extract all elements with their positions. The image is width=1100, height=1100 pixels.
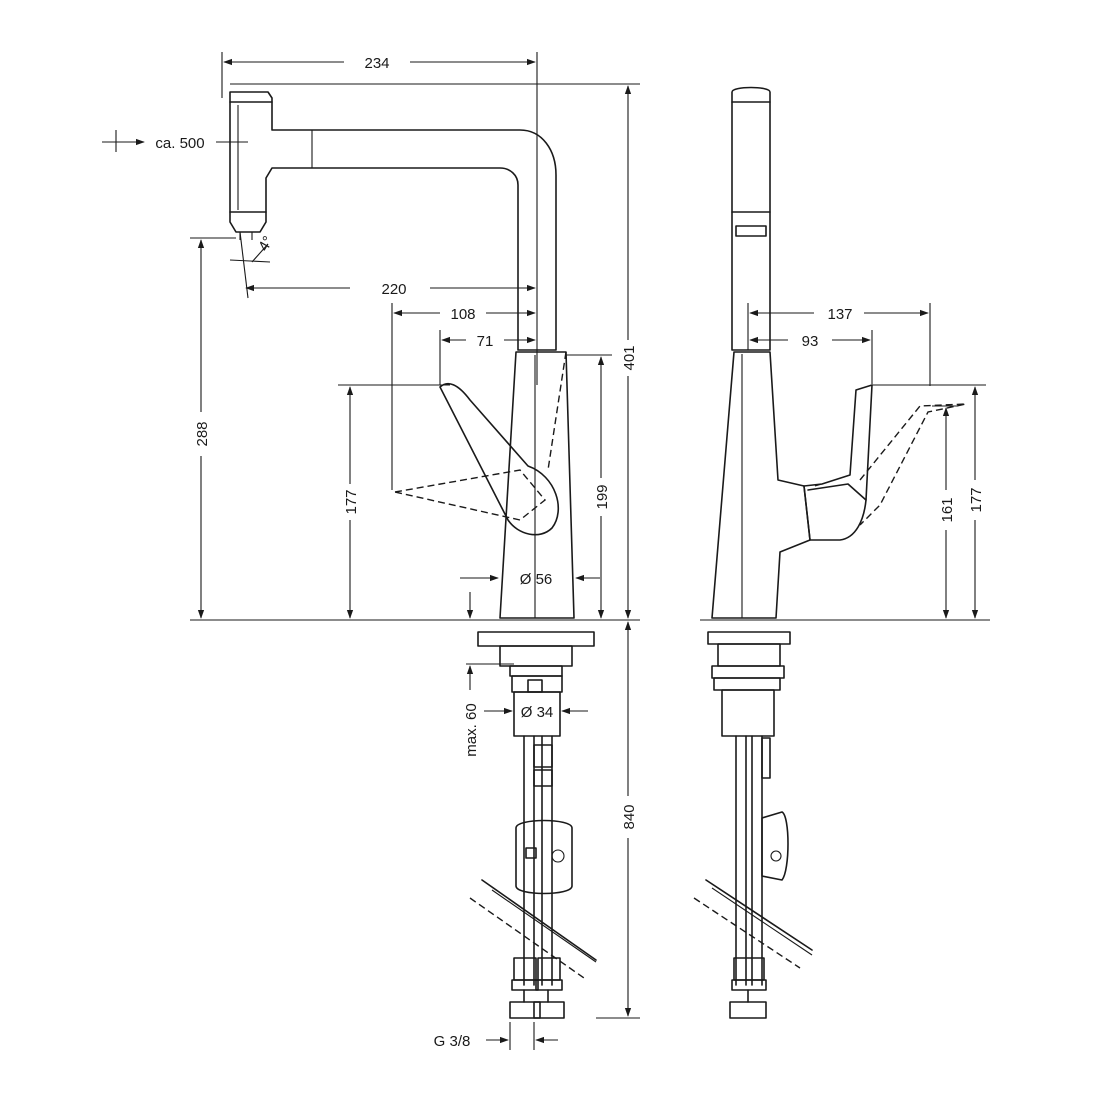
dim-161-label: 161 xyxy=(939,497,956,522)
break-lines-side xyxy=(693,879,813,969)
dim-108-label: 108 xyxy=(450,306,475,323)
dim-max60-label: max. 60 xyxy=(463,703,480,756)
front-view: 234 ca. 500 4° 220 108 71 401 xyxy=(102,52,640,1050)
spout xyxy=(229,91,557,351)
dim-d56-label: Ø 56 xyxy=(520,571,553,588)
side-view: 137 93 161 177 xyxy=(693,86,990,1019)
lever-alternate-position xyxy=(394,351,567,521)
side-column xyxy=(731,86,771,351)
side-body xyxy=(711,351,811,619)
lever xyxy=(439,383,560,536)
dim-4deg-label: 4° xyxy=(255,233,277,254)
dim-137-label: 137 xyxy=(827,306,852,323)
dim-g38-label: G 3/8 xyxy=(434,1033,471,1050)
dim-401-label: 401 xyxy=(621,345,638,370)
dim-177-side-label: 177 xyxy=(968,487,985,512)
dim-d34-label: Ø 34 xyxy=(521,704,554,721)
dim-220-label: 220 xyxy=(381,281,406,298)
dim-840-label: 840 xyxy=(621,804,638,829)
dim-93-label: 93 xyxy=(802,333,819,350)
side-mounting xyxy=(707,631,791,1019)
dim-234-label: 234 xyxy=(364,55,389,72)
faucet-body xyxy=(499,351,575,619)
dim-71-label: 71 xyxy=(477,333,494,350)
break-lines-front xyxy=(469,879,597,979)
dim-177-front-label: 177 xyxy=(343,489,360,514)
dim-199-label: 199 xyxy=(594,484,611,509)
dim-288-label: 288 xyxy=(194,421,211,446)
dim-ca500-label: ca. 500 xyxy=(155,135,204,152)
side-lever xyxy=(803,384,873,541)
mounting-assembly xyxy=(477,631,595,1019)
